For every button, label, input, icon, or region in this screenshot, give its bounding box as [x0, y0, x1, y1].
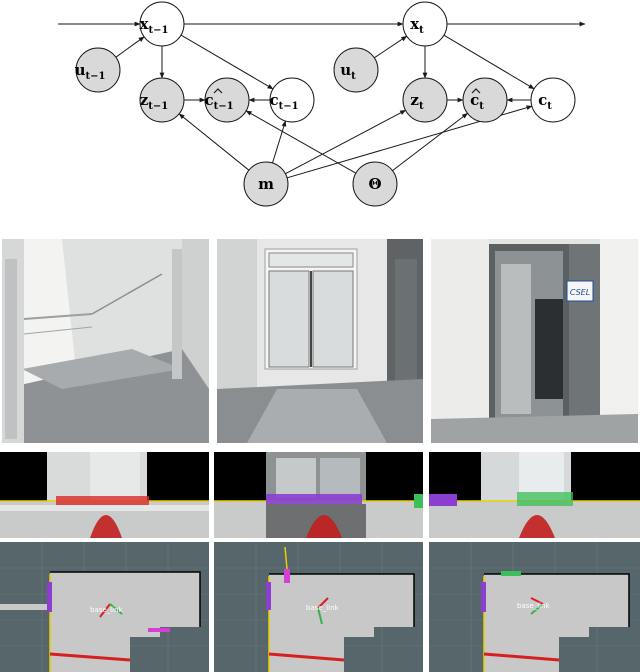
node-symbol: m [258, 175, 274, 193]
node-circle [75, 47, 121, 93]
node-u_t: ut [333, 47, 379, 93]
node-symbol: x [410, 15, 420, 33]
node-symbol: Θ [368, 175, 381, 193]
node-label: xt−1 [140, 15, 169, 36]
node-subscript: t−1 [148, 25, 168, 36]
edge-x_prev-to-c_prev [180, 34, 274, 90]
node-subscript: t [479, 101, 484, 112]
node-symbol: x [140, 15, 150, 33]
node-label: ut [340, 61, 356, 82]
node-subscript: t−1 [85, 71, 105, 82]
node-circle [530, 77, 576, 123]
node-circle [402, 77, 448, 123]
node-m: m [243, 161, 289, 207]
node-label: xt [410, 15, 424, 36]
node-symbol: c [269, 91, 278, 109]
edge-x_t-to-c_t [443, 34, 535, 90]
node-subscript: t−1 [279, 101, 299, 112]
node-x_prev: xt−1 [139, 1, 185, 47]
node-subscript: t [351, 71, 356, 82]
node-label: Θ [368, 175, 381, 193]
node-subscript: t−1 [148, 101, 168, 112]
map-view-1: base_link [0, 542, 209, 672]
node-circle [333, 47, 379, 93]
node-chat_prev: ct−1 [204, 77, 250, 123]
edge-u_prev-to-x_prev [115, 36, 145, 58]
map-link-label: base_link [517, 602, 551, 610]
node-circle [269, 77, 315, 123]
node-symbol: c [470, 91, 479, 109]
node-chat_t: ct [462, 77, 508, 123]
render-view-2 [214, 452, 423, 538]
node-label: zt [410, 91, 424, 112]
edge-u_t-to-x_t [374, 35, 408, 59]
node-label: m [258, 175, 274, 193]
edge-theta-to-chat_prev [245, 110, 357, 174]
node-label: ct [470, 91, 484, 112]
door-sign-text: CSEL [570, 288, 590, 297]
photo-office-door: CSEL [431, 239, 638, 443]
node-z_prev: zt−1 [139, 77, 185, 123]
map-view-3: base_link [429, 542, 640, 672]
node-label: ct−1 [204, 91, 233, 112]
node-label: ct [538, 91, 552, 112]
graph-edges [58, 21, 586, 179]
hat-accent [213, 88, 223, 94]
node-subscript: t [547, 101, 552, 112]
render-view-3 [429, 452, 640, 538]
node-u_prev: ut−1 [75, 47, 121, 93]
node-symbol: z [140, 91, 149, 109]
hat-accent [471, 88, 481, 94]
node-theta: Θ [352, 161, 398, 207]
node-c_prev: ct−1 [269, 77, 315, 123]
node-symbol: u [340, 61, 351, 79]
node-symbol: z [410, 91, 419, 109]
node-symbol: c [538, 91, 547, 109]
edge-m-to-c_prev [272, 120, 287, 164]
node-subscript: t [419, 101, 424, 112]
node-subscript: t [419, 25, 424, 36]
map-view-2: base_link [214, 542, 423, 672]
node-z_t: zt [402, 77, 448, 123]
node-circle [139, 1, 185, 47]
node-symbol: c [204, 91, 213, 109]
node-circle [243, 161, 289, 207]
edge-m-to-z_t [285, 109, 407, 175]
map-link-label: base_link [306, 604, 340, 612]
edge-theta-to-chat_t [392, 112, 468, 172]
node-circle [462, 77, 508, 123]
map-link-label: base_link [90, 606, 124, 614]
node-x_t: xt [402, 1, 448, 47]
photo-glass-door [217, 239, 423, 443]
edge-m-to-z_prev [178, 113, 250, 171]
node-circle [139, 77, 185, 123]
photo-stairwell [2, 239, 209, 443]
node-circle [352, 161, 398, 207]
render-view-1 [0, 452, 209, 538]
node-label: zt−1 [140, 91, 169, 112]
node-circle [204, 77, 250, 123]
node-circle [402, 1, 448, 47]
node-label: ut−1 [75, 61, 106, 82]
node-subscript: t−1 [214, 101, 234, 112]
node-label: ct−1 [269, 91, 298, 112]
node-symbol: u [75, 61, 86, 79]
node-c_t: ct [530, 77, 576, 123]
